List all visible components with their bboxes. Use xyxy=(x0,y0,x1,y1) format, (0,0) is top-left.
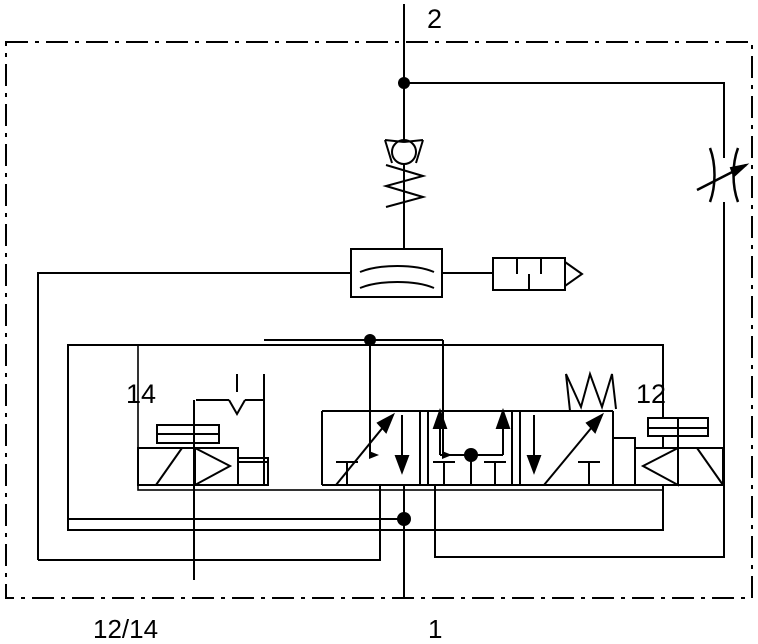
silencer-symbol xyxy=(492,257,584,291)
label-solenoid-14: 14 xyxy=(126,379,156,409)
valve-body xyxy=(321,410,614,486)
valve-position-left xyxy=(335,412,410,486)
valve-position-middle xyxy=(432,407,511,485)
check-valve-spring xyxy=(382,164,427,208)
pilot-branch-to-throttle xyxy=(404,82,725,158)
solenoid-left-group xyxy=(137,374,269,580)
junction-dot-valve-center xyxy=(464,448,478,462)
check-valve-symbol xyxy=(384,139,424,165)
valve-position-right xyxy=(526,412,604,486)
junction-dot-valve-top xyxy=(364,334,376,346)
bottom-bus-left xyxy=(38,485,381,561)
label-pilot-12-14: 12/14 xyxy=(93,614,158,644)
adjustable-throttle-symbol xyxy=(696,147,750,203)
label-port-1: 1 xyxy=(428,614,442,644)
quick-exhaust-valve-box xyxy=(350,248,443,298)
solenoid-right-group xyxy=(565,370,724,487)
assembly-envelope-dashdot xyxy=(5,41,753,599)
schematic-geometry xyxy=(5,4,753,599)
label-port-2: 2 xyxy=(427,4,442,34)
label-solenoid-12: 12 xyxy=(636,379,666,409)
bottom-bus-right xyxy=(434,202,725,558)
